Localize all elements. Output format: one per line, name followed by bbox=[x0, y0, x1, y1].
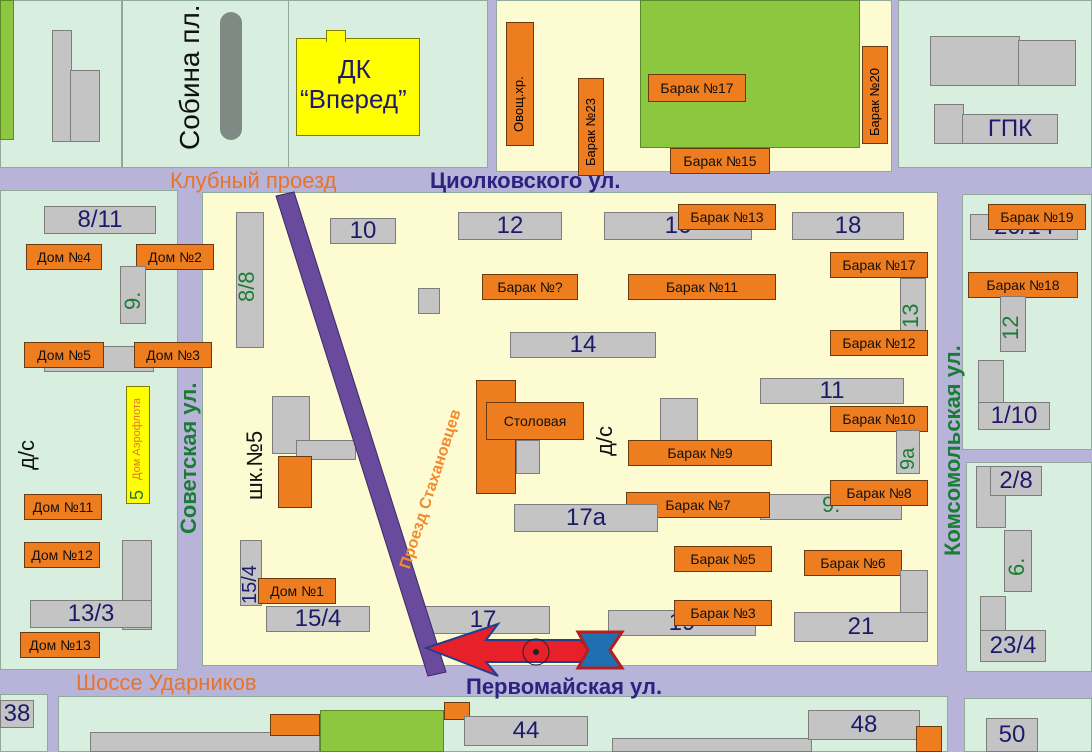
street-shosse: Шоссе Ударников bbox=[76, 670, 257, 695]
building-17a: 17а bbox=[514, 504, 658, 532]
barrack-17-top: Барак №17 bbox=[648, 74, 746, 102]
street-tsiolkovskogo: Циолковского ул. bbox=[430, 168, 621, 193]
building-18: 18 bbox=[792, 212, 904, 240]
house-4: Дом №4 bbox=[26, 244, 102, 270]
barrack-23-label: Барак №23 bbox=[583, 98, 598, 166]
street-sobina: Собина пл. bbox=[174, 4, 205, 150]
building-gpk-b bbox=[1018, 40, 1076, 86]
building-13-label: 13 bbox=[898, 303, 923, 328]
building-21: 21 bbox=[794, 612, 928, 642]
barrack-17-right: Барак №17 bbox=[830, 252, 928, 278]
street-pervomayskaya: Первомайская ул. bbox=[466, 674, 663, 699]
barrack-18: Барак №18 bbox=[968, 272, 1078, 298]
barrack-11: Барак №11 bbox=[628, 274, 776, 300]
barrack-15: Барак №15 bbox=[670, 148, 770, 174]
barrack-6: Барак №6 bbox=[804, 550, 902, 576]
building-10: 10 bbox=[330, 217, 396, 244]
building-8-8-label: 8/8 bbox=[234, 271, 259, 302]
building-gpk-c bbox=[934, 104, 964, 144]
park-nw bbox=[0, 0, 14, 140]
house-13: Дом №13 bbox=[20, 632, 100, 658]
building-15-4-v bbox=[240, 540, 262, 606]
building-12-right-label: 12 bbox=[998, 315, 1023, 340]
barrack-unknown: Барак №? bbox=[482, 274, 578, 300]
barrack-8: Барак №8 bbox=[830, 480, 928, 506]
ds-center-label: д/с bbox=[592, 426, 617, 456]
barrack-3: Барак №3 bbox=[674, 600, 772, 626]
barrack-23 bbox=[578, 78, 604, 176]
building-8-8 bbox=[236, 212, 264, 348]
building-2-8: 2/8 bbox=[990, 466, 1042, 496]
building-south-mid bbox=[612, 738, 812, 752]
building-9a bbox=[896, 430, 920, 474]
house-2: Дом №2 bbox=[136, 244, 214, 270]
dom-aeroflota-num: 5 bbox=[127, 489, 147, 500]
building-12: 12 bbox=[458, 212, 562, 240]
building-17: 17 bbox=[416, 606, 550, 634]
barrack-12: Барак №12 bbox=[830, 330, 928, 356]
building-11: 11 bbox=[760, 377, 904, 404]
building-south-orange-3 bbox=[916, 726, 942, 752]
dk-label-2: “Вперед” bbox=[300, 84, 407, 114]
building-8-11: 8/11 bbox=[44, 206, 156, 234]
building-50: 50 bbox=[986, 718, 1038, 752]
building-14: 14 bbox=[510, 331, 656, 358]
sobina-fountain bbox=[220, 12, 242, 140]
building-9a-label: 9а bbox=[897, 447, 919, 470]
ds-left-label: д/с bbox=[14, 440, 39, 470]
barrack-19: Барак №19 bbox=[988, 204, 1086, 230]
house-3: Дом №3 bbox=[134, 342, 212, 368]
house-11: Дом №11 bbox=[24, 494, 102, 520]
dom-aeroflota-label: Дом Аэрофлота bbox=[131, 398, 143, 480]
street-sovetskaya: Советская ул. bbox=[176, 382, 201, 534]
ovoshch-label: Овощ.хр. bbox=[511, 76, 526, 132]
building-9-left-label: 9. bbox=[120, 291, 145, 310]
school-5-label: шк.№5 bbox=[242, 430, 267, 500]
building-small bbox=[418, 288, 440, 314]
building-9-left bbox=[120, 266, 146, 324]
street-komsomolskaya: Комсомольская ул. bbox=[940, 345, 965, 556]
house-5: Дом №5 bbox=[24, 342, 104, 368]
building-south-orange-1 bbox=[270, 714, 320, 736]
house-1: Дом №1 bbox=[258, 578, 336, 604]
stolovaya-main: Столовая bbox=[486, 402, 584, 440]
building-gpk: ГПК bbox=[962, 114, 1058, 144]
street-klubny: Клубный проезд bbox=[170, 168, 337, 193]
building-nw-b bbox=[70, 70, 100, 142]
building-13 bbox=[900, 278, 926, 332]
school-5 bbox=[278, 456, 312, 508]
building-ds-center-a bbox=[660, 398, 698, 446]
building-15-4-v-label: 15/4 bbox=[239, 565, 261, 604]
house-12: Дом №12 bbox=[24, 542, 100, 568]
building-nw-a bbox=[52, 30, 72, 142]
building-south-orange-2 bbox=[444, 702, 470, 720]
building-15-4: 15/4 bbox=[266, 605, 370, 632]
park-south bbox=[320, 710, 444, 752]
building-gpk-a bbox=[930, 36, 1020, 86]
dom-aeroflota bbox=[126, 386, 150, 504]
ovoshch-storage bbox=[506, 22, 534, 146]
building-38: 38 bbox=[0, 700, 34, 728]
barrack-5: Барак №5 bbox=[674, 546, 772, 572]
building-12-right bbox=[1000, 296, 1026, 352]
dk-label-1: ДК bbox=[338, 54, 371, 84]
dk-vpered bbox=[296, 38, 420, 136]
building-6-label: 6. bbox=[1004, 557, 1029, 576]
building-stolovaya-ext bbox=[516, 440, 540, 474]
building-1-10: 1/10 bbox=[978, 402, 1050, 430]
building-6 bbox=[1004, 530, 1032, 592]
building-48: 48 bbox=[808, 710, 920, 740]
block-sobina bbox=[122, 0, 290, 168]
barrack-20 bbox=[862, 46, 888, 144]
building-44: 44 bbox=[464, 716, 588, 746]
barrack-13: Барак №13 bbox=[678, 204, 776, 230]
building-13-3: 13/3 bbox=[30, 600, 152, 628]
dk-vpered-tower bbox=[326, 30, 346, 42]
building-23-4: 23/4 bbox=[980, 630, 1046, 662]
barrack-9: Барак №9 bbox=[628, 440, 772, 466]
barrack-20-label: Барак №20 bbox=[867, 68, 882, 136]
barrack-10: Барак №10 bbox=[830, 406, 928, 432]
